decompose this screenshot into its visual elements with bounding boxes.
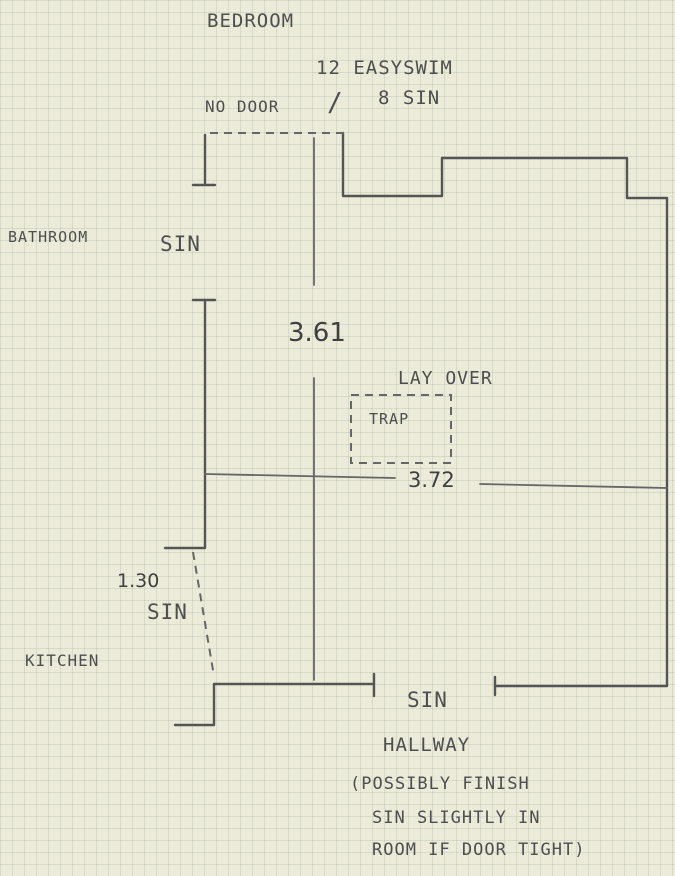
lower-wall: [173, 682, 374, 727]
diagonal-sin-label: SIN: [147, 600, 188, 624]
left-wall: [163, 298, 207, 550]
lay-over-label: LAY OVER: [398, 368, 493, 389]
trap-box: [350, 394, 452, 464]
easyswim-label: 12 EASYSWIM: [316, 57, 453, 79]
horizontal-dimension: 3.72: [408, 468, 455, 492]
eight-sin-label: 8 SIN: [378, 87, 441, 109]
kitchen-label: KITCHEN: [25, 651, 100, 670]
diagonal-dimension: 1.30: [117, 570, 160, 592]
bedroom-label: BEDROOM: [207, 10, 295, 32]
right-room-outline: [341, 131, 669, 688]
hallway-sin-label: SIN: [407, 688, 448, 712]
bathroom-label: BATHROOM: [8, 228, 89, 246]
note-line-3: ROOM IF DOOR TIGHT): [372, 840, 586, 860]
horizontal-dim-line-right: [479, 483, 668, 489]
kitchen-opening-dashed: [192, 551, 215, 677]
vertical-dimension: 3.61: [288, 318, 346, 348]
no-door-label: NO DOOR: [205, 97, 280, 116]
bathroom-sin-label: SIN: [160, 232, 201, 256]
note-line-1: (POSSIBLY FINISH: [350, 774, 530, 794]
note-line-2: SIN SLIGHTLY IN: [372, 808, 541, 828]
horizontal-dim-line-left: [204, 473, 396, 479]
trap-label: TRAP: [369, 410, 410, 428]
hallway-label: HALLWAY: [383, 734, 471, 756]
slash-mark: /: [327, 88, 344, 118]
